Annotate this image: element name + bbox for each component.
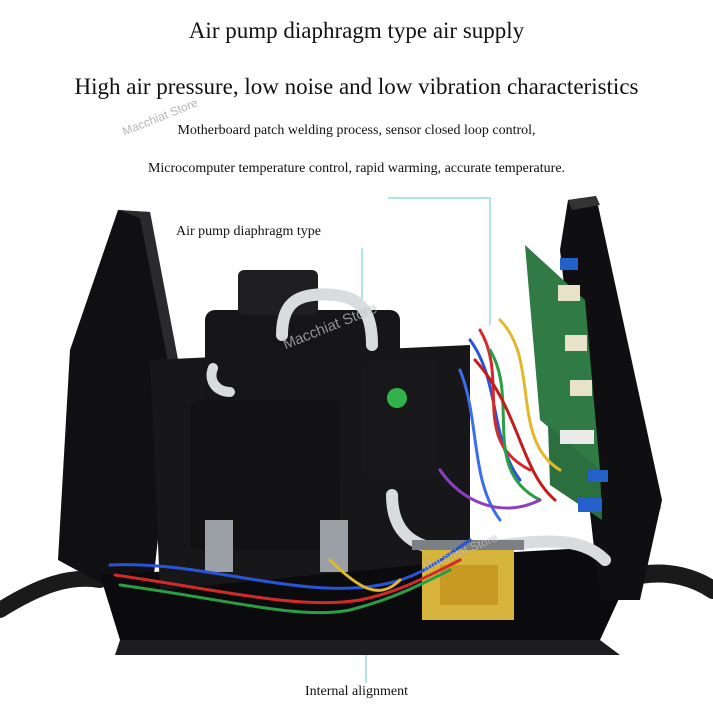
power-cable-left — [0, 570, 108, 618]
power-cable-right — [631, 564, 713, 599]
enclosure-right-wall — [560, 196, 662, 600]
headline-characteristics: High air pressure, low noise and low vib… — [74, 74, 639, 99]
enclosure-left-wall — [58, 210, 178, 610]
headline-air-supply: Air pump diaphragm type air supply — [188, 18, 525, 43]
callout-air-pump-label: Air pump diaphragm type — [176, 224, 322, 239]
wire-bundle — [108, 318, 562, 615]
feature-temperature: Microcomputer temperature control, rapid… — [147, 161, 566, 176]
transformer — [412, 540, 524, 620]
callout-internal-alignment-label: Internal alignment — [304, 684, 409, 699]
air-pump — [190, 270, 611, 572]
enclosure-floor — [100, 505, 662, 640]
control-pcb — [525, 245, 608, 520]
feature-motherboard: Motherboard patch welding process, senso… — [177, 123, 536, 138]
